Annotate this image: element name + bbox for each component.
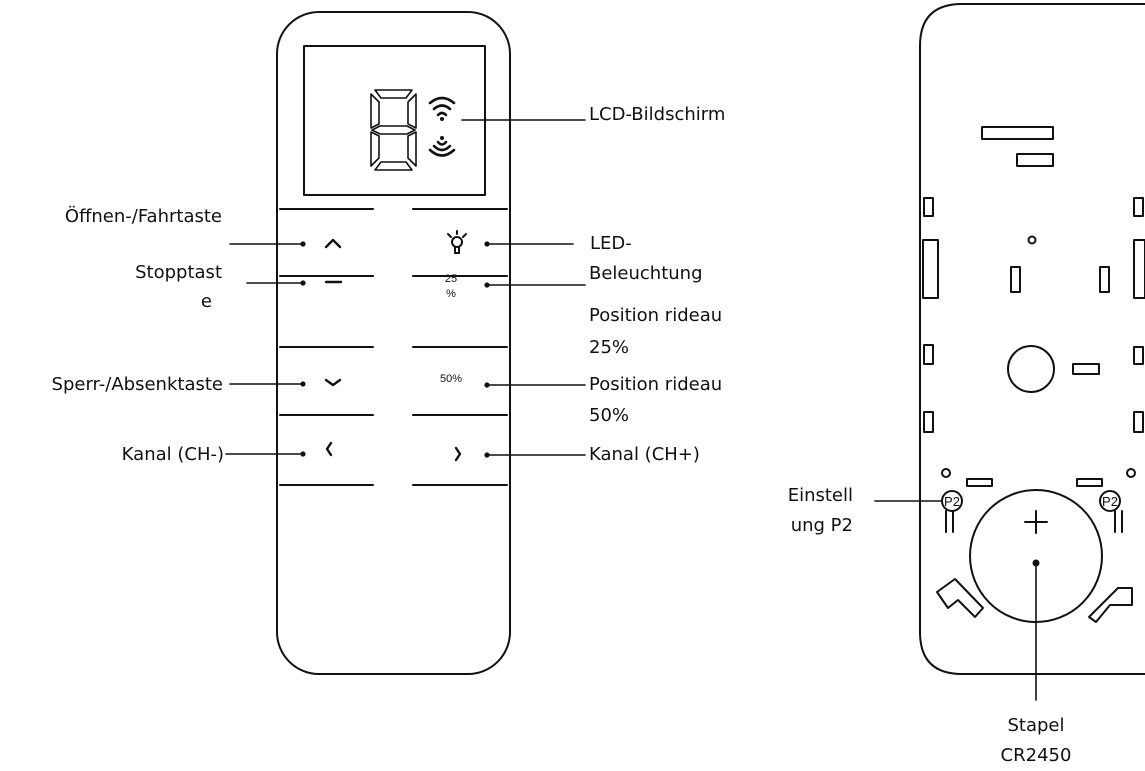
- chevron-left-icon[interactable]: [325, 441, 333, 457]
- button-pos50[interactable]: 50%: [439, 373, 463, 385]
- label-stop-button-2: e: [200, 291, 212, 312]
- lcd-screen: [303, 45, 486, 196]
- label-channel-minus: Kanal (CH-): [121, 444, 224, 465]
- chevron-down-icon[interactable]: [324, 378, 342, 387]
- label-stop-button-1: Stopptast: [135, 262, 222, 283]
- bulb-icon[interactable]: [447, 230, 467, 254]
- label-led-2: Beleuchtung: [589, 263, 703, 284]
- wifi-signal-icon: [428, 96, 456, 121]
- back-body: [919, 3, 1145, 675]
- battery-clip-left: [936, 578, 984, 618]
- signal-emitter-icon: [428, 136, 456, 157]
- remote-front: [225, 11, 586, 675]
- p2-label-left: P2: [944, 494, 960, 509]
- p2-label-right: P2: [1102, 494, 1118, 509]
- remote-body: [276, 11, 511, 675]
- label-battery-2: CR2450: [1000, 745, 1072, 766]
- remote-back: [874, 3, 1145, 701]
- label-channel-plus: Kanal (CH+): [589, 444, 700, 465]
- label-lock-button: Sperr-/Absenktaste: [51, 374, 223, 395]
- plus-icon: [1024, 510, 1048, 534]
- label-battery-1: Stapel: [1007, 715, 1065, 736]
- button-pos25-top[interactable]: 25: [444, 273, 458, 285]
- label-p2-setting-1: Einstell: [787, 485, 853, 506]
- label-lcd-screen: LCD-Bildschirm: [589, 104, 726, 125]
- label-pos25-2: 25%: [589, 337, 630, 358]
- leaders-right: [461, 119, 586, 458]
- battery-clip-right: [1088, 587, 1133, 623]
- label-open-button: Öffnen-/Fahrtaste: [64, 206, 222, 227]
- chevron-up-icon[interactable]: [324, 238, 342, 249]
- label-led-1: LED-: [590, 233, 632, 254]
- label-p2-setting-2: ung P2: [790, 515, 853, 536]
- button-pos25-bottom[interactable]: %: [446, 288, 456, 300]
- p2-contact-right[interactable]: [1099, 490, 1121, 512]
- leaders-left: [225, 241, 306, 457]
- seven-segment-digit-icon: [370, 89, 417, 171]
- label-pos25-1: Position rideau: [589, 305, 723, 326]
- button-separators: [279, 208, 508, 486]
- label-pos50-1: Position rideau: [589, 374, 723, 395]
- chevron-right-icon[interactable]: [454, 446, 462, 462]
- label-pos50-2: 50%: [589, 405, 630, 426]
